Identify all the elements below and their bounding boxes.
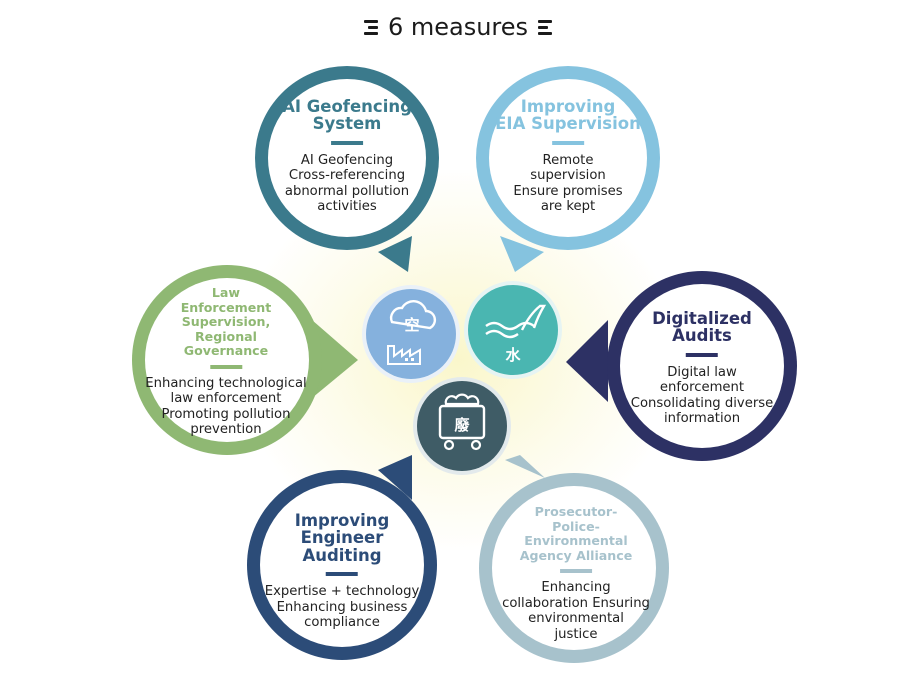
measure-description: Expertise + technology Enhancing busines… (264, 584, 420, 631)
bubble-engineer-auditing (247, 455, 437, 660)
measure-title: Improving EIA Supervision (495, 97, 641, 134)
measure-title: AI Geofencing System (282, 97, 412, 134)
bubble-improving-eia (476, 66, 660, 272)
bubble-digitalized-audits (566, 271, 797, 461)
measure-description: Digital law enforcement Consolidating di… (630, 364, 774, 427)
title-underline (686, 352, 718, 357)
svg-text:水: 水 (505, 346, 521, 364)
waste-cart-icon: 廢 (413, 377, 511, 475)
bubble-law-enforcement (132, 265, 358, 455)
measure-description: Enhancing collaboration Ensuring environ… (502, 580, 650, 642)
title-underline (326, 572, 358, 577)
measure-title: Digitalized Audits (652, 309, 752, 346)
title-underline (210, 364, 242, 369)
bubble-prosecutor-alliance (479, 455, 669, 663)
svg-text:廢: 廢 (454, 416, 470, 434)
title-underline (551, 140, 584, 145)
measure-ai-geofencing: AI Geofencing System AI Geofencing Cross… (282, 98, 412, 215)
menu-lines-icon (363, 19, 378, 35)
measure-title: Law Enforcement Supervision, Regional Go… (180, 285, 272, 358)
title-underline (331, 140, 363, 145)
measure-improving-eia: Improving EIA Supervision Remote supervi… (495, 98, 641, 215)
measure-title: Improving Engineer Auditing (294, 511, 390, 565)
water-wave-icon: 水 (464, 281, 562, 379)
header: 6 measures (0, 10, 916, 44)
svg-text:空: 空 (404, 316, 419, 334)
menu-lines-icon (538, 19, 553, 35)
measure-engineer-auditing: Improving Engineer Auditing Expertise + … (265, 512, 420, 631)
page-title: 6 measures (387, 13, 529, 41)
factory-cloud-icon: 空 (362, 285, 460, 383)
measure-title: Prosecutor- Police- Environmental Agency… (519, 504, 633, 563)
measure-law-enforcement: Law Enforcement Supervision, Regional Go… (145, 285, 307, 438)
measure-description: Enhancing technological law enforcement … (145, 375, 307, 438)
measure-description: AI Geofencing Cross-referencing abnormal… (284, 152, 410, 215)
bubble-ai-geofencing (255, 66, 439, 272)
title-underline (559, 569, 592, 573)
measure-digitalized-audits: Digitalized Audits Digital law enforceme… (631, 310, 773, 427)
measure-description: Remote supervision Ensure promises are k… (513, 152, 623, 215)
measure-prosecutor-alliance: Prosecutor- Police- Environmental Agency… (502, 504, 650, 642)
